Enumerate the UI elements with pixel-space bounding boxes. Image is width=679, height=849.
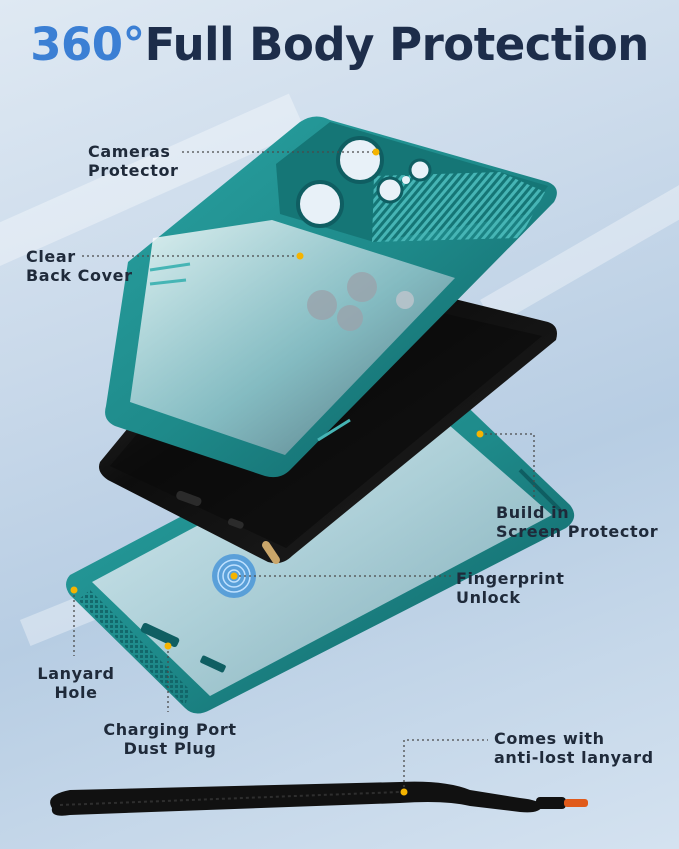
callout-clear-back-cover: Clear Back Cover bbox=[26, 247, 133, 285]
callout-charging-port: Charging Port Dust Plug bbox=[103, 720, 237, 758]
back-cover bbox=[105, 116, 557, 478]
lanyard-strap bbox=[50, 781, 588, 816]
callout-cameras-protector: Cameras Protector bbox=[88, 142, 179, 180]
callout-fingerprint-unlock: Fingerprint Unlock bbox=[456, 569, 565, 607]
title-rest: Full Body Protection bbox=[144, 18, 650, 71]
page-title: 360°Full Body Protection bbox=[0, 18, 679, 71]
callout-screen-protector: Build in Screen Protector bbox=[496, 503, 659, 541]
callout-dots bbox=[70, 148, 484, 796]
camera-lens-icon bbox=[296, 136, 432, 228]
callout-lanyard-hole: Lanyard Hole bbox=[37, 664, 115, 702]
callout-lines bbox=[73, 151, 535, 792]
callout-anti-lost-lanyard: Comes with anti-lost lanyard bbox=[494, 729, 654, 767]
front-screen-frame bbox=[66, 384, 575, 714]
title-accent: 360° bbox=[30, 18, 145, 71]
